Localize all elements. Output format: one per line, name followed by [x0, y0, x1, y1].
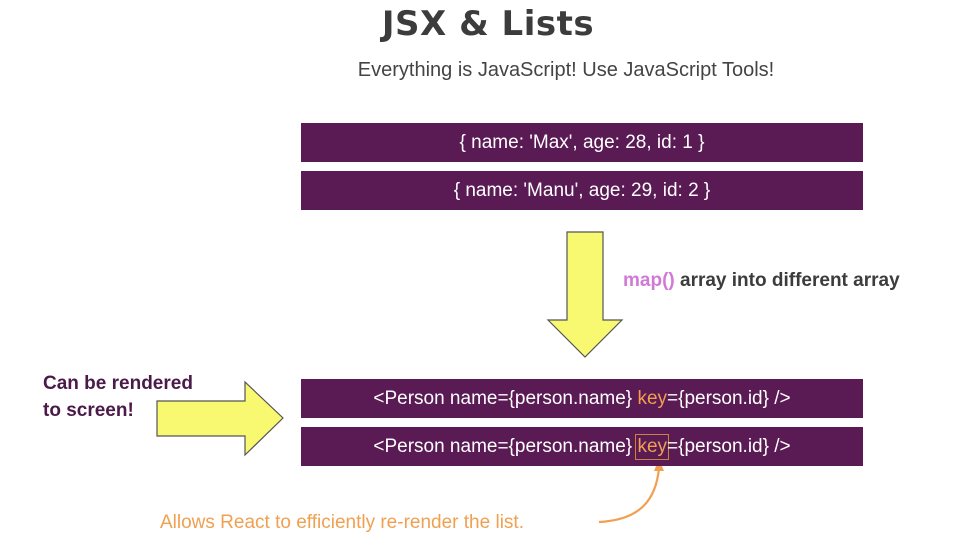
map-function-label: map() [623, 270, 675, 291]
slide-subtitle: Everything is JavaScript! Use JavaScript… [357, 59, 775, 81]
input-item-max: { name: 'Max', age: 28, id: 1 } [301, 123, 863, 162]
slide-title: JSX & Lists [381, 4, 595, 44]
map-label: map() array into different array [623, 270, 900, 292]
output-item-2: <Person name={person.name} key={person.i… [301, 427, 863, 466]
render-label-line-1: Can be rendered [43, 373, 193, 394]
output-item-prefix: <Person name={person.name} [373, 387, 638, 409]
key-explanation-note: Allows React to efficiently re-render th… [160, 512, 524, 533]
output-item-suffix: ={person.id} /> [667, 387, 791, 409]
map-description-label: array into different array [674, 270, 900, 291]
input-item-manu: { name: 'Manu', age: 29, id: 2 } [301, 171, 863, 210]
key-prop-highlighted: key [635, 433, 669, 460]
render-label: Can be rendered to screen! [43, 370, 193, 424]
output-item-1: <Person name={person.name} key={person.i… [301, 379, 863, 418]
output-item-suffix: ={person.id} /> [667, 435, 791, 457]
curved-pointer-arrow-icon [598, 467, 661, 524]
output-item-prefix: <Person name={person.name} [373, 435, 638, 457]
key-prop: key [637, 387, 668, 409]
render-label-line-2: to screen! [43, 400, 134, 421]
down-arrow-icon [546, 231, 624, 358]
right-arrow-icon [156, 380, 284, 457]
